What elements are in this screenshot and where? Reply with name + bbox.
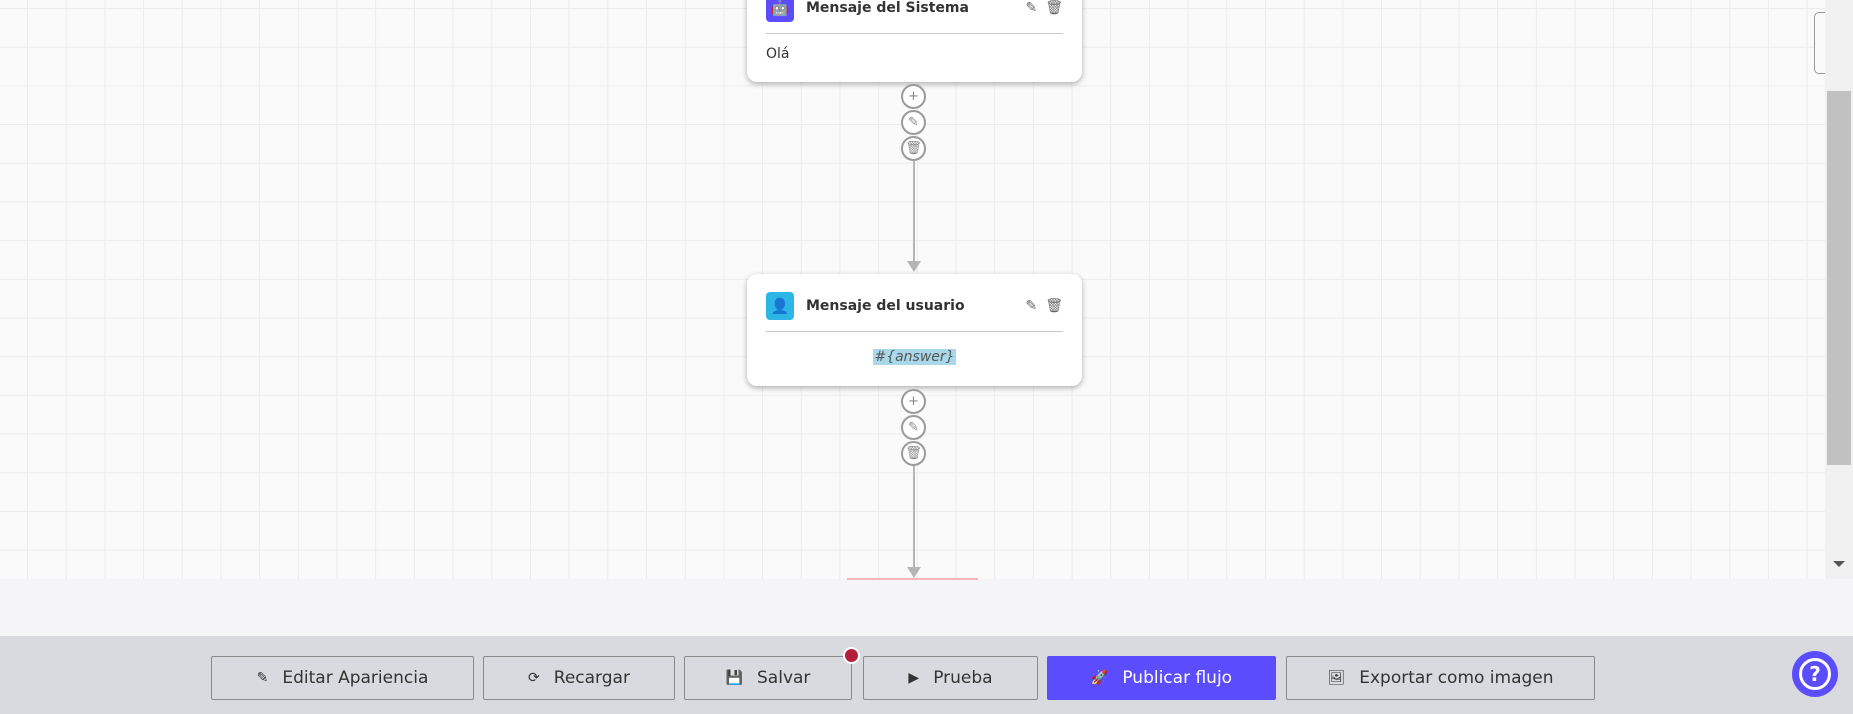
edit-icon[interactable]: ✎	[1025, 0, 1038, 16]
button-label: Recargar	[553, 668, 630, 688]
button-label: Salvar	[757, 668, 811, 688]
trash-icon[interactable]: 🗑	[1045, 298, 1063, 314]
node-content: #{answer}	[873, 349, 956, 365]
button-label: Prueba	[933, 668, 993, 688]
arrow-icon	[907, 567, 921, 578]
node-user-message[interactable]: 👤 Mensaje del usuario ✎ 🗑 #{answer}	[747, 274, 1082, 386]
rocket-icon: 🚀	[1090, 670, 1109, 686]
refresh-icon: ⟳	[528, 670, 540, 686]
add-node-button[interactable]: +	[901, 389, 926, 414]
edit-edge-button[interactable]: ✎	[901, 110, 926, 135]
user-icon: 👤	[766, 292, 794, 320]
unsaved-badge	[843, 647, 860, 664]
help-button[interactable]: ?	[1792, 651, 1838, 697]
divider	[766, 331, 1063, 332]
button-label: Exportar como imagen	[1359, 668, 1554, 688]
scrollbar[interactable]	[1825, 0, 1853, 579]
trash-icon[interactable]: 🗑	[1045, 0, 1063, 16]
button-label: Editar Apariencia	[282, 668, 429, 688]
connector-line	[913, 466, 915, 571]
edit-edge-button[interactable]: ✎	[901, 415, 926, 440]
save-button[interactable]: 💾 Salvar	[684, 656, 852, 700]
connector-line	[913, 161, 915, 261]
next-node-edge	[847, 578, 978, 580]
delete-edge-button[interactable]: 🗑	[901, 136, 926, 161]
edit-appearance-button[interactable]: ✎ Editar Apariencia	[211, 656, 474, 700]
publish-flow-button[interactable]: 🚀 Publicar flujo	[1047, 656, 1276, 700]
question-icon: ?	[1799, 658, 1831, 690]
scroll-down-icon[interactable]	[1833, 561, 1845, 567]
delete-edge-button[interactable]: 🗑	[901, 441, 926, 466]
scrollbar-thumb[interactable]	[1827, 91, 1851, 465]
test-button[interactable]: ▶ Prueba	[863, 656, 1038, 700]
robot-icon: 🤖	[766, 0, 794, 22]
save-icon: 💾	[725, 670, 744, 686]
export-image-button[interactable]: 🖼 Exportar como imagen	[1286, 656, 1595, 700]
add-node-button[interactable]: +	[901, 84, 926, 109]
arrow-icon	[907, 261, 921, 272]
node-title: Mensaje del usuario	[806, 298, 965, 314]
node-system-message[interactable]: 🤖 Mensaje del Sistema ✎ 🗑 Olá	[747, 0, 1082, 82]
edit-icon: ✎	[256, 670, 269, 686]
divider	[766, 33, 1063, 34]
image-icon: 🖼	[1327, 670, 1346, 686]
edit-icon[interactable]: ✎	[1025, 298, 1038, 314]
node-content: Olá	[766, 46, 790, 62]
reload-button[interactable]: ⟳ Recargar	[483, 656, 675, 700]
node-title: Mensaje del Sistema	[806, 0, 969, 16]
button-label: Publicar flujo	[1122, 668, 1233, 688]
play-icon: ▶	[908, 670, 920, 686]
